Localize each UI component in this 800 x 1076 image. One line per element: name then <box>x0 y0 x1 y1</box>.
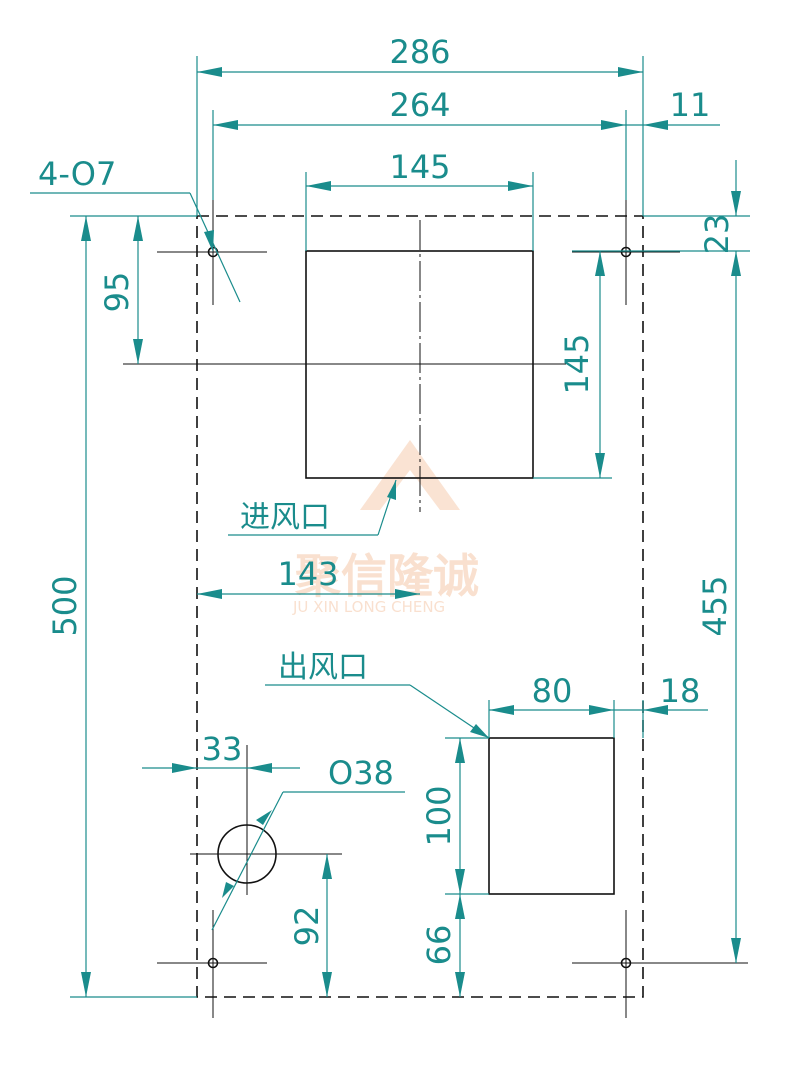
dim-overall-width: 286 <box>389 33 450 71</box>
dim-right-offset-top: 11 <box>670 86 711 124</box>
outlet-label: 出风口 <box>278 650 368 685</box>
dim-inlet-width: 145 <box>389 148 450 186</box>
dim-outlet-height: 100 <box>420 785 458 846</box>
dim-inlet-height: 145 <box>558 333 596 394</box>
panel-outline <box>196 215 644 998</box>
mounting-holes <box>157 200 748 1018</box>
dim-round-hole-offset-y: 92 <box>288 906 326 947</box>
dim-round-hole-offset-x: 33 <box>202 730 243 768</box>
watermark-logo <box>360 440 460 510</box>
dim-outlet-width: 80 <box>532 672 573 710</box>
dim-outlet-right-offset: 18 <box>660 672 701 710</box>
inlet-label: 进风口 <box>240 500 330 535</box>
dim-inlet-to-top: 95 <box>98 272 136 313</box>
dimension-texts: 286 264 11 145 4-O7 95 23 145 143 500 45… <box>38 33 736 965</box>
dim-hole-span-width: 264 <box>389 86 450 124</box>
dim-hole-span-height: 455 <box>696 575 734 636</box>
dim-inlet-left-offset: 143 <box>277 555 338 593</box>
dim-round-hole-diameter: O38 <box>328 754 394 792</box>
outlet-opening <box>488 737 615 895</box>
dim-overall-height: 500 <box>46 575 84 636</box>
watermark-pinyin: JU XIN LONG CHENG <box>292 598 445 616</box>
dim-top-offset: 23 <box>698 214 736 255</box>
dim-outlet-bottom-offset: 66 <box>420 925 458 966</box>
dim-hole-spec: 4-O7 <box>38 155 116 193</box>
area-labels: 进风口 出风口 <box>240 500 368 685</box>
dimension-lines <box>30 56 750 998</box>
